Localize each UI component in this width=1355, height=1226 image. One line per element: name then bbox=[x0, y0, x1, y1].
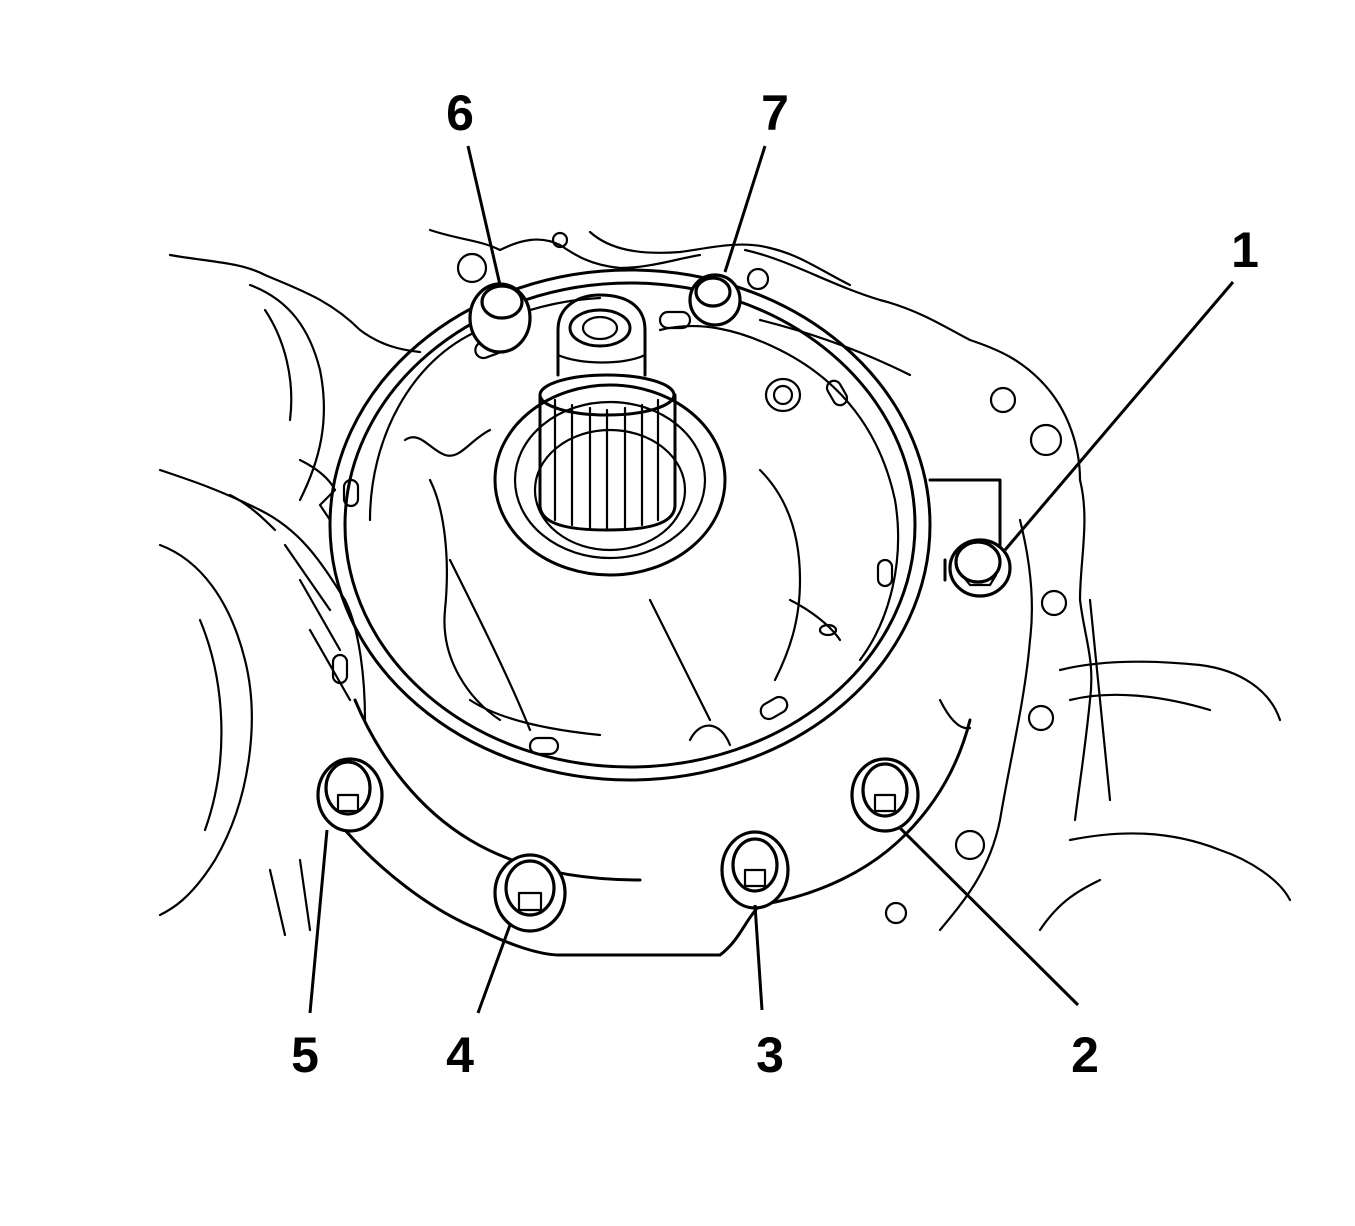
callout-label-1: 1 bbox=[1231, 222, 1259, 278]
leader-2 bbox=[898, 826, 1080, 1007]
leader-7 bbox=[723, 145, 767, 273]
callout-label-2: 2 bbox=[1071, 1027, 1099, 1083]
bolts bbox=[316, 273, 1012, 933]
pump-housing bbox=[328, 268, 1002, 957]
bolt-3 bbox=[720, 830, 790, 910]
bolt-2 bbox=[850, 757, 920, 833]
leader-1 bbox=[1003, 281, 1235, 551]
callout-label-5: 5 bbox=[291, 1027, 319, 1083]
leader-lines bbox=[308, 145, 1235, 1014]
callout-label-7: 7 bbox=[761, 85, 789, 141]
leader-4 bbox=[476, 924, 512, 1014]
bolt-4 bbox=[493, 853, 567, 933]
case-outline bbox=[158, 228, 1292, 937]
leader-3 bbox=[753, 904, 764, 1011]
input-shaft bbox=[493, 293, 727, 577]
leader-6 bbox=[466, 145, 502, 286]
bolt-6 bbox=[468, 282, 532, 354]
callout-label-6: 6 bbox=[446, 85, 474, 141]
bolt-7 bbox=[688, 273, 742, 327]
bolt-1 bbox=[948, 538, 1012, 598]
bolt-5 bbox=[316, 757, 384, 833]
callout-label-3: 3 bbox=[756, 1027, 784, 1083]
leader-5 bbox=[308, 829, 329, 1014]
callout-label-4: 4 bbox=[446, 1027, 474, 1083]
